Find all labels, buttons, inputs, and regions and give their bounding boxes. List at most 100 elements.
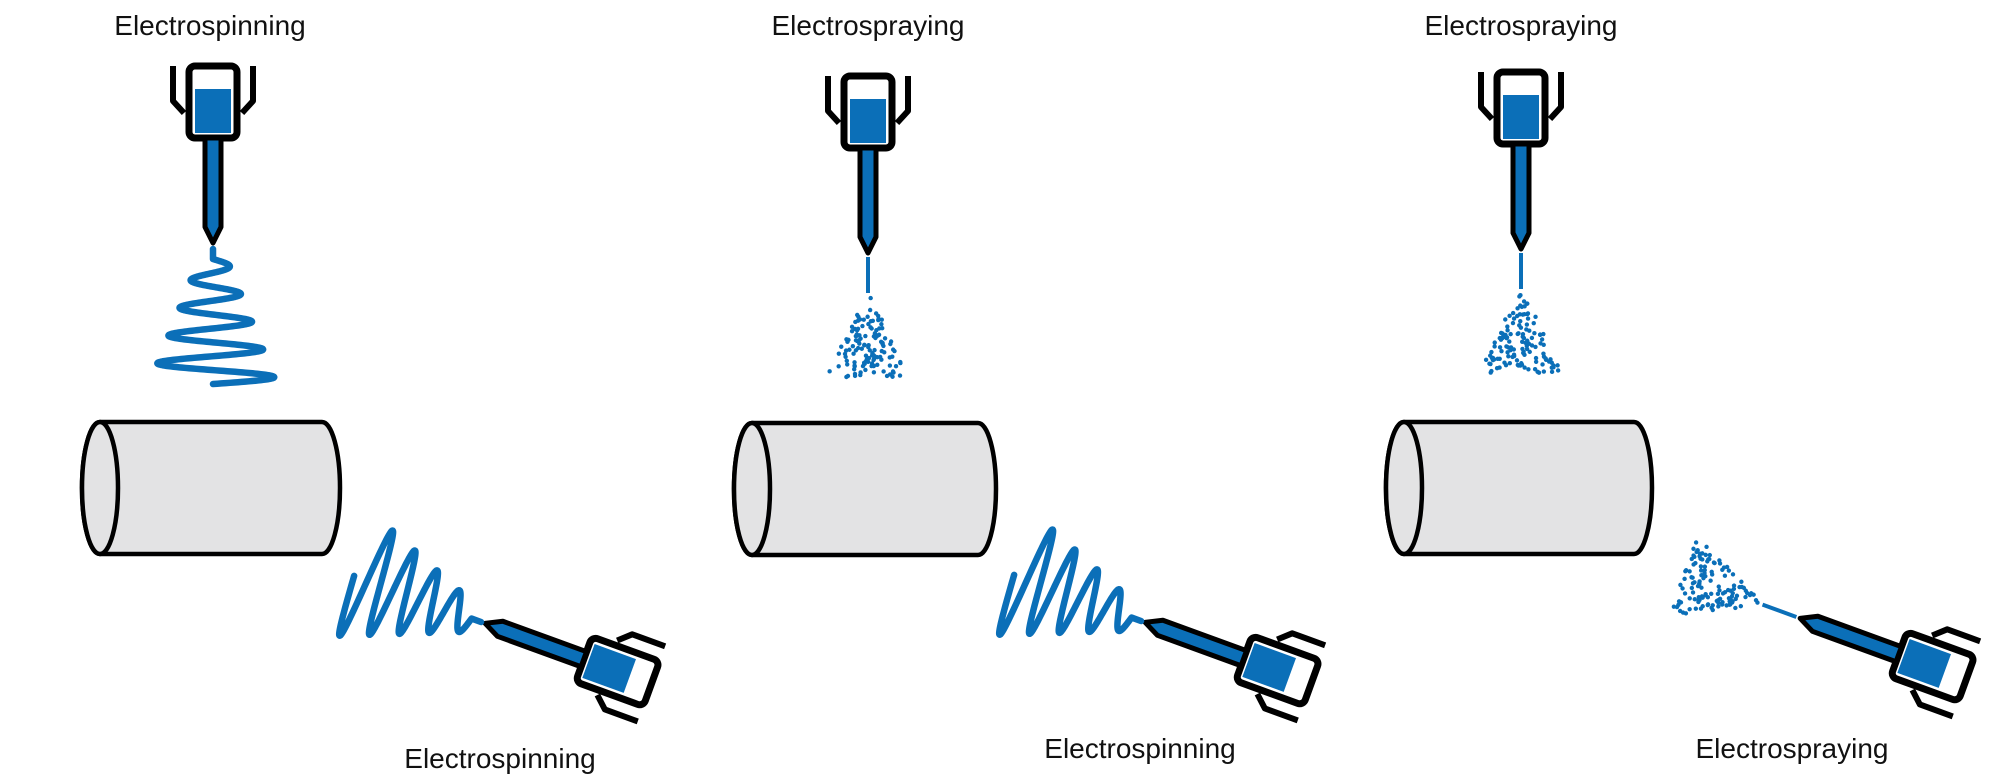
droplet bbox=[1692, 597, 1697, 602]
droplet bbox=[862, 343, 867, 348]
droplet bbox=[1702, 567, 1707, 573]
drum-end-cap bbox=[1383, 419, 1425, 557]
droplet bbox=[891, 370, 896, 375]
droplet bbox=[1703, 552, 1708, 558]
nozzle-needle bbox=[1510, 141, 1532, 252]
droplet bbox=[871, 357, 876, 363]
droplet bbox=[1522, 311, 1527, 317]
nozzle-needle bbox=[482, 618, 590, 670]
nozzle bbox=[1478, 68, 1564, 252]
panel-1 bbox=[79, 62, 667, 725]
droplet bbox=[1521, 349, 1526, 354]
droplet bbox=[890, 354, 895, 359]
droplet bbox=[1522, 365, 1527, 370]
droplet bbox=[1707, 552, 1712, 558]
droplet bbox=[1508, 331, 1513, 337]
droplet bbox=[867, 307, 873, 313]
droplet bbox=[858, 372, 863, 378]
electrospraying-jet bbox=[827, 257, 903, 380]
droplet bbox=[1518, 319, 1523, 324]
nozzle-prong-left bbox=[1276, 630, 1327, 649]
droplet bbox=[1737, 584, 1742, 590]
electrospraying-jet bbox=[1483, 253, 1561, 375]
droplet bbox=[863, 367, 868, 373]
droplet bbox=[1541, 369, 1547, 374]
droplet bbox=[1720, 567, 1725, 572]
droplet bbox=[1505, 350, 1510, 355]
nozzle-prong-left bbox=[616, 631, 667, 650]
panel-2-top-label: Electrospraying bbox=[771, 10, 965, 41]
droplet bbox=[1693, 606, 1699, 611]
droplet bbox=[1698, 564, 1704, 569]
droplet bbox=[1693, 560, 1698, 566]
droplet bbox=[1680, 586, 1685, 591]
droplet bbox=[861, 317, 866, 322]
droplet bbox=[892, 348, 897, 354]
droplet bbox=[1525, 338, 1530, 343]
nozzle-prong-left bbox=[1478, 72, 1495, 122]
droplet bbox=[1549, 360, 1554, 365]
droplet bbox=[1701, 575, 1706, 581]
droplet bbox=[868, 295, 873, 301]
droplet bbox=[1532, 366, 1538, 372]
panel-1-top-label: Electrospinning bbox=[114, 10, 306, 41]
droplet bbox=[1722, 590, 1728, 595]
droplet bbox=[860, 323, 865, 329]
droplet bbox=[1705, 559, 1710, 564]
droplet bbox=[865, 314, 870, 319]
droplet bbox=[1510, 310, 1516, 316]
droplet bbox=[1488, 370, 1493, 375]
nozzle-prong-right bbox=[1547, 72, 1564, 122]
droplet bbox=[1536, 370, 1542, 375]
droplet bbox=[871, 370, 877, 375]
drum-end-cap bbox=[79, 419, 121, 557]
droplet bbox=[1724, 564, 1730, 570]
droplet bbox=[1678, 582, 1683, 588]
droplet bbox=[1517, 312, 1523, 317]
droplet bbox=[1731, 583, 1737, 588]
droplet bbox=[1687, 569, 1692, 574]
droplet bbox=[1503, 317, 1508, 322]
droplet bbox=[1529, 343, 1535, 348]
droplet bbox=[1507, 360, 1513, 366]
drum-body bbox=[79, 419, 343, 557]
electrospinning-jet bbox=[335, 527, 485, 639]
droplet bbox=[1716, 600, 1721, 606]
droplet bbox=[844, 358, 849, 363]
droplet bbox=[852, 373, 858, 379]
nozzle-fluid bbox=[195, 89, 231, 133]
droplet bbox=[893, 363, 899, 369]
droplet bbox=[1540, 362, 1545, 367]
droplet bbox=[875, 354, 880, 360]
droplet bbox=[1515, 362, 1520, 368]
droplet bbox=[851, 351, 856, 356]
nozzle-fluid bbox=[1503, 95, 1539, 139]
droplet bbox=[1524, 301, 1529, 306]
droplet bbox=[872, 347, 877, 353]
droplet bbox=[888, 341, 893, 347]
droplet bbox=[1506, 354, 1511, 359]
droplet bbox=[1533, 314, 1538, 320]
droplet bbox=[1555, 363, 1560, 368]
droplet bbox=[1692, 580, 1697, 585]
collector-drum bbox=[1383, 419, 1655, 557]
nozzle-fluid bbox=[1242, 643, 1296, 692]
droplet bbox=[1541, 351, 1546, 356]
droplet bbox=[1497, 365, 1502, 370]
fiber-coil bbox=[995, 526, 1145, 638]
droplet bbox=[875, 333, 881, 338]
droplet bbox=[882, 336, 888, 341]
droplet bbox=[1722, 573, 1728, 578]
nozzle-needle bbox=[857, 145, 879, 256]
droplet bbox=[867, 348, 872, 353]
droplet bbox=[865, 359, 871, 364]
droplet bbox=[1744, 590, 1750, 596]
droplet bbox=[1533, 359, 1539, 365]
droplet bbox=[1492, 344, 1497, 349]
droplet bbox=[1510, 320, 1516, 326]
droplet bbox=[1518, 303, 1523, 308]
nozzle-prong-right bbox=[1254, 692, 1299, 724]
droplet bbox=[887, 363, 893, 368]
droplet bbox=[1682, 591, 1688, 596]
droplet bbox=[1527, 349, 1532, 355]
